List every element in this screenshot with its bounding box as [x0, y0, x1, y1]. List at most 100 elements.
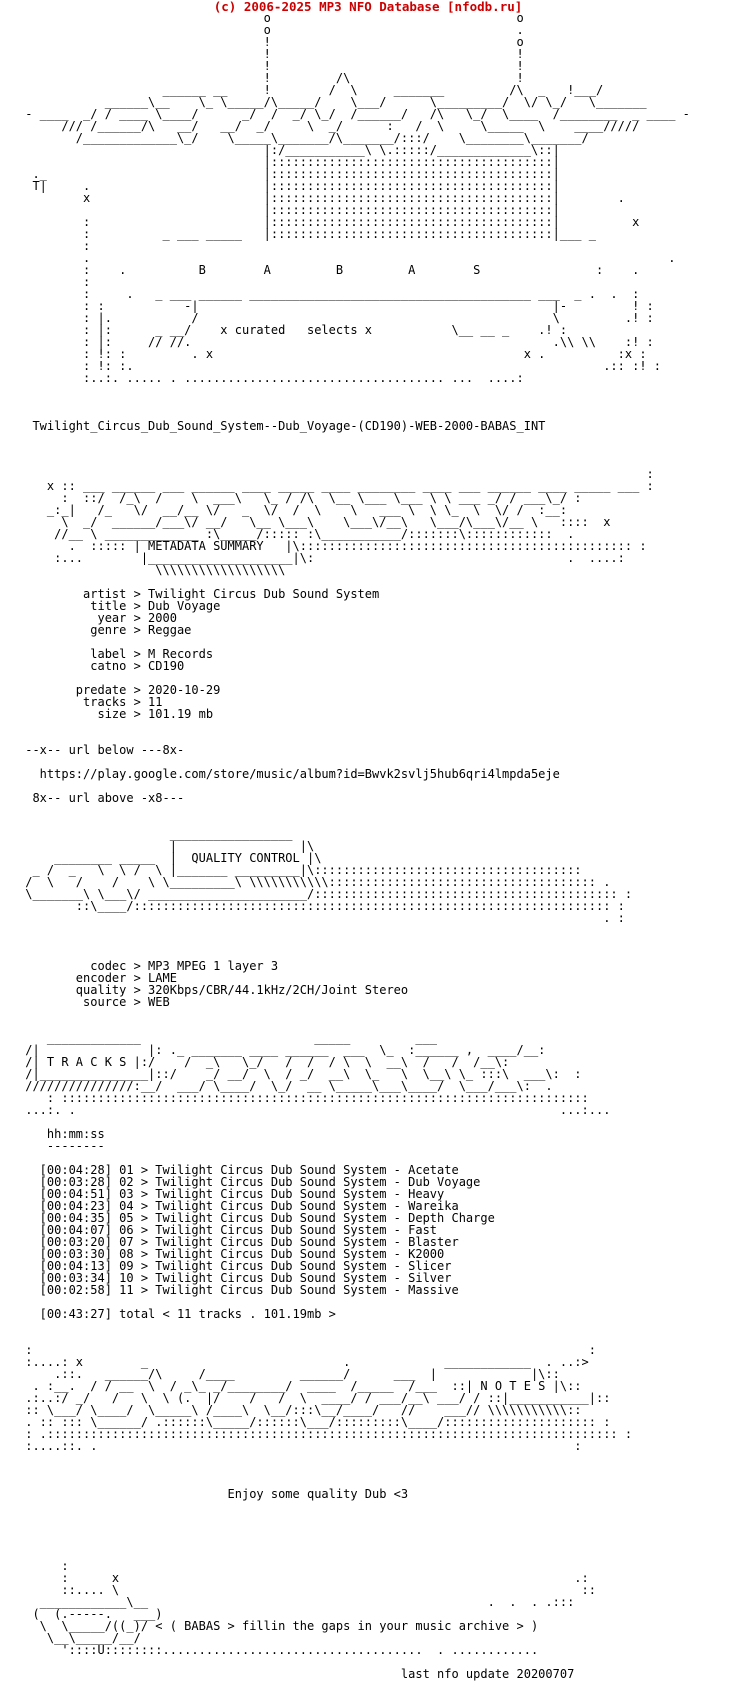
- nfo-line: [00:04:13] 09 > Twilight Circus Dub Soun…: [18, 1259, 452, 1273]
- nfo-line: ______\__ \_ \_____/\_____/ \___/ \_____…: [18, 95, 647, 109]
- nfo-line: \__\_____/__/: [18, 1631, 141, 1645]
- nfo-line: [00:04:35] 05 > Twilight Circus Dub Soun…: [18, 1211, 495, 1225]
- nfo-line: //__ \ _____________ :\_____/::::: :\___…: [18, 527, 575, 541]
- nfo-line: o o: [18, 11, 524, 25]
- nfo-line: . :: ::: \______/ .::::::\_____/::::::\_…: [18, 1415, 611, 1429]
- nfo-line: x |:::::::::::::::::::::::::::::::::::::…: [18, 191, 625, 205]
- nfo-line: .::. ______/\ /____ ______/ ___ | |\::: [18, 1367, 560, 1381]
- nfo-line: _ / _ \ \ / \ |_______ _________|\::::::…: [18, 863, 582, 877]
- nfo-line: \ _/ ______/___\/ __/ \__ \___\ \___\/__…: [18, 515, 611, 529]
- nfo-line: /|_______________|::/ _/ __/ \ / _/ __\ …: [18, 1067, 582, 1081]
- nfo-line: T| . |::::::::::::::::::::::::::::::::::…: [18, 179, 560, 193]
- nfo-line: ._ |::::::::::::::::::::::::::::::::::::…: [18, 167, 560, 181]
- nfo-line: '::::U::::::::..........................…: [18, 1643, 539, 1657]
- nfo-line: size > 101.19 mb: [18, 707, 214, 721]
- nfo-line: ! !: [18, 59, 524, 73]
- nfo-line: quality > 320Kbps/CBR/44.1kHz/2CH/Joint …: [18, 983, 409, 997]
- nfo-line: [00:04:28] 01 > Twilight Circus Dub Soun…: [18, 1163, 459, 1177]
- nfo-line: : : -| |- ! :: [18, 299, 654, 313]
- nfo-line: :....: x _ . ____________ . ..:>: [18, 1355, 589, 1369]
- nfo-line: \\\\\\\\\\\\\\\\\\: [18, 563, 286, 577]
- nfo-line: label > M Records: [18, 647, 214, 661]
- nfo-line: : :: [18, 1343, 596, 1357]
- nfo-line: | |\: [18, 839, 315, 853]
- nfo-line: : !: : . x x . :x :: [18, 347, 647, 361]
- nfo-line: \_______\ \___\/ ______________________/…: [18, 887, 633, 901]
- nfo-line: _________________: [18, 827, 293, 841]
- nfo-line: . :__. / / __ \ / _\_ _/________/ ____ /…: [18, 1379, 582, 1393]
- nfo-line: \ \_____/((_)/ < ( BABAS > fillin the ga…: [18, 1619, 539, 1633]
- nfo-line: : . B A B A S : .: [18, 263, 640, 277]
- site-credit-header: (c) 2006-2025 MP3 NFO Database [nfodb.ru…: [213, 0, 523, 14]
- nfo-line: catno > CD190: [18, 659, 185, 673]
- nfo-line: : |:::::::::::::::::::::::::::::::::::::…: [18, 215, 640, 229]
- nfo-line: ! !: [18, 47, 524, 61]
- nfo-line: : !: :. .:: :! :: [18, 359, 661, 373]
- nfo-line: /// /______/\ __/ __/ _/ \ _/ : / \ \___…: [18, 119, 640, 133]
- nfo-line: ________ _____ | QUALITY CONTROL |\: [18, 851, 322, 865]
- nfo-line: /| |: ._ _______ ____ ______ ___ \_ :___…: [18, 1043, 546, 1057]
- nfo-line: --x-- url below ---8x-: [18, 743, 185, 757]
- nfo-line: title > Dub Voyage: [18, 599, 221, 613]
- nfo-line: ...:. . ...:...: [18, 1103, 611, 1117]
- nfo-line: |:::::::::::::::::::::::::::::::::::::::…: [18, 155, 560, 169]
- nfo-line: [00:43:27] total < 11 tracks . 101.19mb …: [18, 1307, 336, 1321]
- nfo-line: ::\____/::::::::::::::::::::::::::::::::…: [18, 899, 625, 913]
- nfo-line: [00:04:07] 06 > Twilight Circus Dub Soun…: [18, 1223, 438, 1237]
- nfo-line: ::.... \ ::: [18, 1583, 596, 1597]
- nfo-line: :: [18, 239, 91, 253]
- nfo-line: predate > 2020-10-29: [18, 683, 221, 697]
- nfo-line: [00:04:23] 04 > Twilight Circus Dub Soun…: [18, 1199, 459, 1213]
- nfo-line: o .: [18, 23, 524, 37]
- nfo-line: _____________ _____ ___: [18, 1031, 438, 1045]
- nfo-line: :: [18, 1559, 69, 1573]
- nfo-line: [00:02:58] 11 > Twilight Circus Dub Soun…: [18, 1283, 459, 1297]
- nfo-line: tracks > 11: [18, 695, 163, 709]
- nfo-line: Enjoy some quality Dub <3: [18, 1487, 409, 1501]
- nfo-line: Twilight_Circus_Dub_Sound_System--Dub_Vo…: [18, 419, 546, 433]
- nfo-line: .:..:/ _/ / \ \ (. |/ / / \ ____/ / ___/…: [18, 1391, 611, 1405]
- nfo-line: ! /\ !: [18, 71, 524, 85]
- nfo-line: - ____ _/ / ____ \____/ _/ / _/ \_/ /___…: [18, 107, 690, 121]
- nfo-line: |:/___________\ \.:::::/_____________\::…: [18, 143, 560, 157]
- nfo-line: . :: [18, 911, 625, 925]
- nfo-line: ( (.-----. ___): [18, 1607, 163, 1621]
- nfo-line: hh:mm:ss: [18, 1127, 105, 1141]
- nfo-line: source > WEB: [18, 995, 170, 1009]
- nfo-line: : |. / \ .! :: [18, 311, 654, 325]
- nfo-line: : |: // //. .\\ \\ :! :: [18, 335, 654, 349]
- nfo-line: ///////////////:__/ ___/ \____/ \_/ __ \…: [18, 1079, 553, 1093]
- nfo-line: 8x-- url above -x8---: [18, 791, 185, 805]
- nfo-line: artist > Twilight Circus Dub Sound Syste…: [18, 587, 380, 601]
- nfo-line: ______ __ ! / \ _______ /\ _ !___/: [18, 83, 604, 97]
- nfo-line: [00:03:20] 07 > Twilight Circus Dub Soun…: [18, 1235, 459, 1249]
- nfo-line: :..:. ..... . ..........................…: [18, 371, 524, 385]
- nfo-line: : ::/ /_\ / \ ___\ \_ / /\ \__ \___ \___…: [18, 491, 582, 505]
- nfo-line: . ::::: | METADATA SUMMARY |\:::::::::::…: [18, 539, 647, 553]
- nfo-line: :....::. . :: [18, 1439, 582, 1453]
- nfo-line: : ::::::::::::::::::::::::::::::::::::::…: [18, 1091, 589, 1105]
- nfo-line: [00:03:28] 02 > Twilight Circus Dub Soun…: [18, 1175, 481, 1189]
- nfo-line: : . _ ___ ______ _______________________…: [18, 287, 640, 301]
- nfo-line: [00:03:30] 08 > Twilight Circus Dub Soun…: [18, 1247, 445, 1261]
- nfo-line: codec > MP3 MPEG 1 layer 3: [18, 959, 279, 973]
- nfo-line: : |: _ __/ x curated selects x \__ __ _ …: [18, 323, 568, 337]
- nfo-line: encoder > LAME: [18, 971, 177, 985]
- nfo-line: / \ / / \ \_________\ \\\\\\\\\\\:::::::…: [18, 875, 611, 889]
- nfo-line: _:_| /_ \/ __/__ \/ _ \/ / \ \ ___ \ \ \…: [18, 503, 568, 517]
- nfo-line: [00:03:34] 10 > Twilight Circus Dub Soun…: [18, 1271, 452, 1285]
- nfo-line: --------: [18, 1139, 105, 1153]
- nfo-line: ! o: [18, 35, 524, 49]
- nfo-line: last nfo update 20200707: [18, 1667, 575, 1681]
- nfo-line: ____________\__ . . . .:::: [18, 1595, 575, 1609]
- nfo-line: https://play.google.com/store/music/albu…: [18, 767, 560, 781]
- nfo-line: : x .:: [18, 1571, 589, 1585]
- nfo-text: o o o . ! o: [18, 12, 690, 1680]
- nfo-line: . .: [18, 251, 676, 265]
- nfo-line: |:::::::::::::::::::::::::::::::::::::::…: [18, 203, 560, 217]
- nfo-line: :: [18, 467, 654, 481]
- nfo-line: : _ ___ _____ |:::::::::::::::::::::::::…: [18, 227, 596, 241]
- nfo-line: :: [18, 275, 91, 289]
- nfo-line: /| T R A C K S |:/ / _\ \_/ / / / \ \ __…: [18, 1055, 510, 1069]
- nfo-line: genre > Reggae: [18, 623, 192, 637]
